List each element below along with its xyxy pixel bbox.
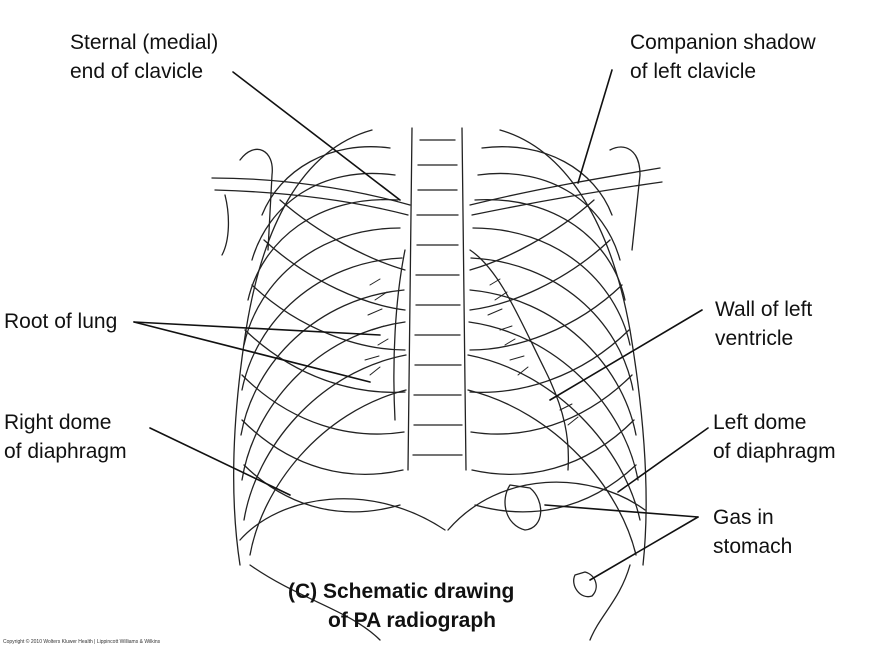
- label-line: Left dome: [713, 411, 807, 434]
- label-sternal-end-clavicle: Sternal (medial) end of clavicle: [70, 28, 218, 86]
- left-clavicle: [469, 167, 661, 206]
- label-line: Companion shadow: [630, 31, 816, 54]
- label-line: Right dome: [4, 411, 112, 434]
- label-line: of diaphragm: [4, 440, 127, 463]
- label-wall-left-ventricle: Wall of left ventricle: [715, 295, 812, 353]
- label-companion-shadow: Companion shadow of left clavicle: [630, 28, 816, 86]
- label-left-dome-diaphragm: Left dome of diaphragm: [713, 408, 836, 466]
- label-line: Root of lung: [4, 310, 118, 333]
- heart-outline: [469, 249, 570, 471]
- vertebral-column: [407, 127, 467, 471]
- lung-root-left: [487, 278, 579, 426]
- label-line: Sternal (medial): [70, 31, 219, 54]
- label-root-of-lung: Root of lung: [4, 307, 117, 336]
- right-clavicle: [211, 177, 411, 206]
- label-line: stomach: [713, 535, 793, 558]
- label-line: Wall of left: [715, 298, 813, 321]
- label-line: ventricle: [715, 327, 794, 350]
- right-diaphragm-dome: [239, 498, 446, 541]
- lung-root-right: [364, 278, 389, 376]
- figure-caption: (C) Schematic drawing of PA radiograph: [288, 577, 514, 635]
- right-thoracic-outline: [499, 129, 647, 566]
- caption-line: (C) Schematic drawing: [288, 580, 515, 603]
- label-line: of diaphragm: [713, 440, 836, 463]
- label-line: end of clavicle: [70, 60, 204, 83]
- pointer-lines: [133, 69, 709, 581]
- copyright-notice: Copyright © 2010 Wolters Kluwer Health |…: [3, 639, 161, 645]
- left-thoracic-outline: [233, 129, 373, 566]
- label-line: Gas in: [713, 506, 774, 529]
- left-diaphragm-dome: [447, 481, 646, 531]
- right-ribs: [240, 146, 407, 556]
- caption-line: of PA radiograph: [328, 609, 496, 632]
- label-right-dome-diaphragm: Right dome of diaphragm: [4, 408, 127, 466]
- label-gas-in-stomach: Gas in stomach: [713, 503, 792, 561]
- gas-in-stomach-small: [573, 571, 597, 598]
- gas-in-stomach-bubble: [504, 484, 542, 531]
- label-line: of left clavicle: [630, 60, 757, 83]
